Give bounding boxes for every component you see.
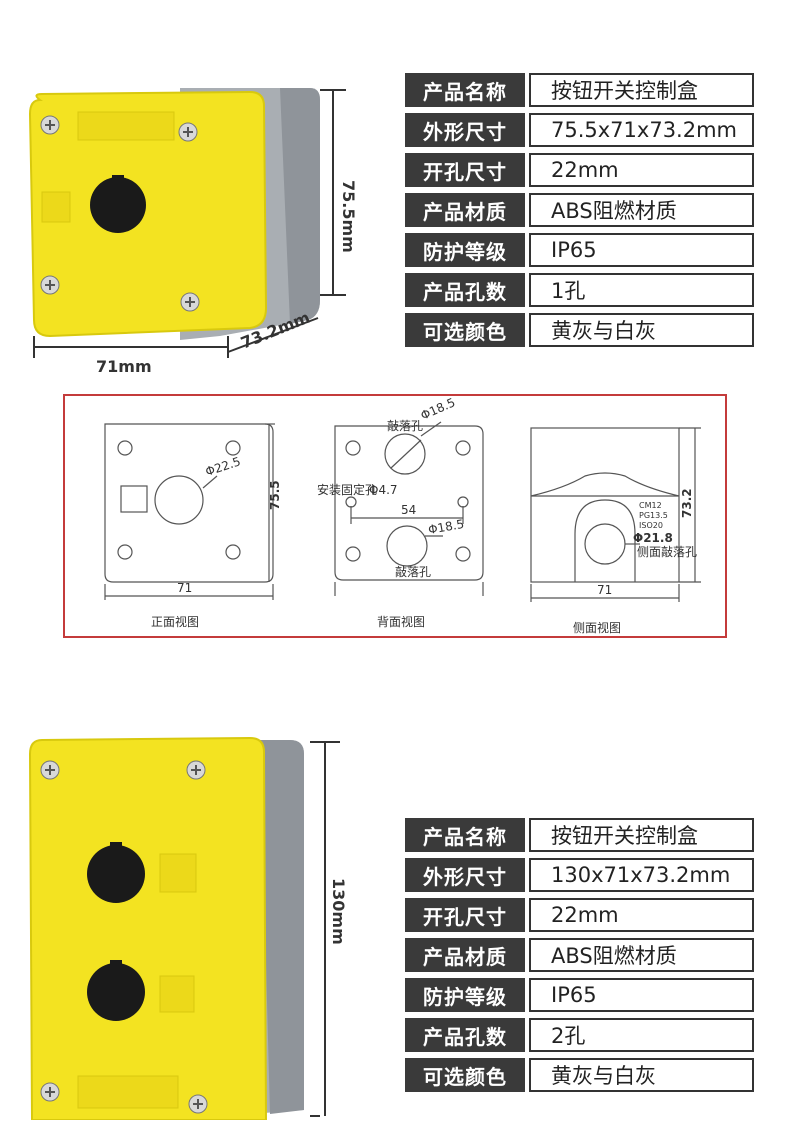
spec-key: 可选颜色 xyxy=(405,313,525,347)
back-caption: 背面视图 xyxy=(377,614,425,629)
front-width-label: 71 xyxy=(177,581,192,595)
product1-image xyxy=(20,80,360,380)
spec-key: 外形尺寸 xyxy=(405,113,525,147)
side-width-label: 71 xyxy=(597,583,612,597)
spec-value: 1孔 xyxy=(529,273,754,307)
spec-value: 130x71x73.2mm xyxy=(529,858,754,892)
spec-key: 产品名称 xyxy=(405,818,525,852)
spec-key: 可选颜色 xyxy=(405,1058,525,1092)
side-phi-label: Φ21.8 xyxy=(633,531,673,545)
side-pg-label: PG13.5 xyxy=(639,511,668,520)
spec-value: 按钮开关控制盒 xyxy=(529,73,754,107)
side-caption: 侧面视图 xyxy=(573,620,621,635)
spec-value: 黄灰与白灰 xyxy=(529,1058,754,1092)
spec-row: 产品名称按钮开关控制盒 xyxy=(405,818,754,852)
two-hole-box-illustration xyxy=(28,736,304,1121)
side-height-label: 73.2 xyxy=(680,488,694,518)
spec-value: ABS阻燃材质 xyxy=(529,193,754,227)
product1-height-label: 75.5mm xyxy=(339,180,358,253)
spec-value: 按钮开关控制盒 xyxy=(529,818,754,852)
spec-key: 防护等级 xyxy=(405,978,525,1012)
front-caption: 正面视图 xyxy=(151,614,199,629)
spec-key: 开孔尺寸 xyxy=(405,153,525,187)
spec-key: 产品名称 xyxy=(405,73,525,107)
spec-value: 2孔 xyxy=(529,1018,754,1052)
back-spacing-label: 54 xyxy=(401,503,416,517)
spec-key: 产品孔数 xyxy=(405,1018,525,1052)
front-height-label: 75.5 xyxy=(268,480,282,510)
back-mount-label: 安装固定孔 xyxy=(317,482,377,497)
spec-row: 产品名称按钮开关控制盒 xyxy=(405,73,754,107)
back-knock-top-label: 敲落孔 xyxy=(387,418,423,433)
spec-row: 可选颜色黄灰与白灰 xyxy=(405,313,754,347)
back-knock-bottom-label: 敲落孔 xyxy=(395,564,431,579)
product2-height-label: 130mm xyxy=(329,878,348,945)
spec-value: IP65 xyxy=(529,978,754,1012)
side-cm-label: CM12 xyxy=(639,501,662,510)
spec-key: 外形尺寸 xyxy=(405,858,525,892)
side-knock-label: 侧面敲落孔 xyxy=(637,544,697,559)
one-hole-box-illustration xyxy=(28,88,320,340)
back-phi-top-label: Φ18.5 xyxy=(419,396,458,423)
front-hole-label: Φ22.5 xyxy=(204,454,243,478)
product1-width-label: 71mm xyxy=(96,357,152,376)
spec-key: 产品孔数 xyxy=(405,273,525,307)
technical-drawing: Φ22.5 75.5 71 正面视图 敲落孔 Φ18.5 安装固定孔 Φ4.7 … xyxy=(104,395,701,635)
product2-dimension-lines xyxy=(310,741,340,1117)
spec-value: ABS阻燃材质 xyxy=(529,938,754,972)
back-phi-bottom-label: Φ18.5 xyxy=(427,517,465,537)
back-mount-phi-label: Φ4.7 xyxy=(369,483,398,497)
technical-drawing-panel: Φ22.5 75.5 71 正面视图 敲落孔 Φ18.5 安装固定孔 Φ4.7 … xyxy=(63,394,727,638)
spec-value: 22mm xyxy=(529,898,754,932)
spec-key: 防护等级 xyxy=(405,233,525,267)
spec-key: 开孔尺寸 xyxy=(405,898,525,932)
spec-key: 产品材质 xyxy=(405,938,525,972)
spec-value: 黄灰与白灰 xyxy=(529,313,754,347)
spec-value: 75.5x71x73.2mm xyxy=(529,113,754,147)
spec-value: IP65 xyxy=(529,233,754,267)
spec-row: 可选颜色黄灰与白灰 xyxy=(405,1058,754,1092)
product1-dimension-lines xyxy=(33,89,346,358)
side-iso-label: ISO20 xyxy=(639,521,663,530)
spec-value: 22mm xyxy=(529,153,754,187)
spec-key: 产品材质 xyxy=(405,193,525,227)
product2-image xyxy=(20,730,320,1121)
